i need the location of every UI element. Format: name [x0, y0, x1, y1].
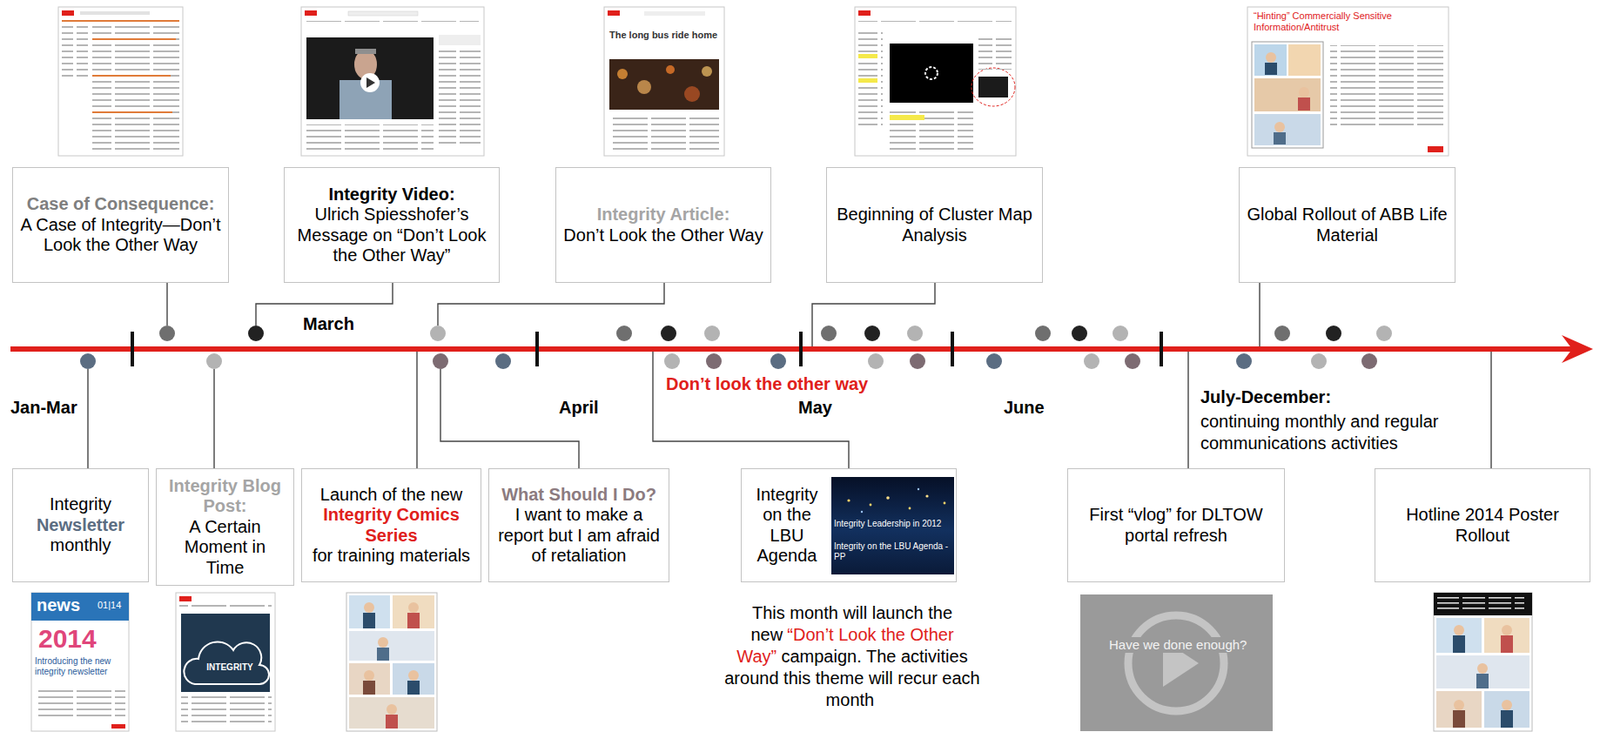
card-text: I want to make a report but I am afraid … [496, 504, 662, 566]
card-heading: Integrity Video: [291, 184, 492, 205]
milestone-box: What Should I Do?I want to make a report… [488, 468, 670, 583]
milestone-box: Beginning of Cluster Map Analysis [826, 167, 1043, 283]
milestone-box: IntegrityNewslettermonthly [12, 468, 149, 583]
month-label: March [302, 314, 355, 335]
card-text: A Case of Integrity—Don’t Look the Other… [20, 215, 222, 256]
month-label: June [1003, 397, 1045, 418]
month-label: Jan-Mar [10, 397, 78, 418]
card-highlight: Newsletter [20, 515, 142, 536]
milestone-box: Integrity Article:Don’t Look the Other W… [555, 167, 772, 283]
card-highlight: Integrity Comics Series [309, 504, 474, 546]
milestone-box: Integrity Blog Post:A Certain Moment in … [155, 468, 295, 586]
timeline-bar [10, 346, 1578, 352]
month-label: April [558, 397, 599, 418]
card-text: First “vlog” for DLTOW portal refresh [1075, 504, 1278, 546]
card-text: Don’t Look the Other Way [563, 225, 764, 246]
card-text: Ulrich Spiesshofer’s Message on “Don’t L… [291, 204, 492, 266]
card-text: for training materials [309, 545, 474, 566]
thumbnail-text: 01|14 [97, 599, 122, 612]
blog-thumbnail [175, 592, 276, 732]
thumbnail-text: Integrity on the LBU Agenda - PP [833, 541, 953, 562]
card-text: Integrity on the LBU Agenda [748, 484, 826, 567]
video-caption: Have we done enough? [1106, 637, 1250, 653]
campaign-title: Don’t look the other way [665, 374, 868, 395]
thumbnail-text: INTEGRITY [199, 662, 261, 673]
card-text: Global Rollout of ABB Life Material [1246, 204, 1448, 246]
leader-lines [87, 282, 1492, 469]
milestone-box: Global Rollout of ABB Life Material [1238, 167, 1456, 283]
slide-thumbnail [1247, 6, 1449, 156]
timeline-arrowhead [1561, 335, 1594, 364]
agenda-image [831, 477, 955, 575]
thumbnail-title: “Hinting” Commercially Sensitive Informa… [1253, 10, 1446, 34]
milestone-box: First “vlog” for DLTOW portal refresh [1067, 468, 1285, 583]
newsletter-thumbnail [31, 592, 129, 732]
card-text: Launch of the new [309, 484, 474, 505]
milestone-box: Hotline 2014 Poster Rollout [1374, 468, 1591, 583]
card-text: Hotline 2014 Poster Rollout [1382, 504, 1583, 546]
campaign-note: This month will launch the new“Don’t Loo… [719, 602, 986, 712]
month-label: May [798, 397, 833, 418]
video-thumbnail [301, 6, 485, 156]
card-text: Integrity [20, 494, 142, 515]
cluster-map-thumbnail [854, 6, 1016, 156]
milestone-box: Integrity Video:Ulrich Spiesshofer’s Mes… [283, 167, 500, 283]
milestone-box: Launch of the newIntegrity Comics Series… [301, 468, 482, 583]
card-text: Beginning of Cluster Map Analysis [833, 204, 1036, 246]
timeline-dots [80, 325, 1392, 370]
comic-thumbnail [346, 592, 437, 732]
card-heading: Integrity Article: [563, 204, 764, 225]
article-thumbnail [604, 6, 725, 156]
card-text: A Certain Moment in Time [163, 517, 287, 579]
poster-thumbnail [1433, 592, 1533, 732]
thumbnail-text: news [36, 595, 81, 616]
period-label: July-December: [1200, 387, 1332, 408]
thumbnail-text: 2014 [38, 623, 97, 654]
card-heading: Case of Consequence: [20, 194, 222, 215]
vlog-thumbnail [1080, 594, 1273, 732]
card-heading: Integrity Blog Post: [163, 476, 287, 518]
milestone-box: Case of Consequence:A Case of Integrity—… [12, 167, 229, 283]
card-heading: What Should I Do? [496, 484, 662, 505]
card-text: monthly [20, 535, 142, 556]
page-thumbnail [58, 6, 183, 156]
month-ticks [130, 331, 1164, 367]
thumbnail-text: Introducing the new integrity newsletter [34, 656, 126, 677]
thumbnail-title: The long bus ride home [609, 29, 720, 41]
thumbnail-text: Integrity Leadership in 2012 [833, 518, 953, 530]
period-note: continuing monthly and regular communica… [1200, 410, 1471, 455]
